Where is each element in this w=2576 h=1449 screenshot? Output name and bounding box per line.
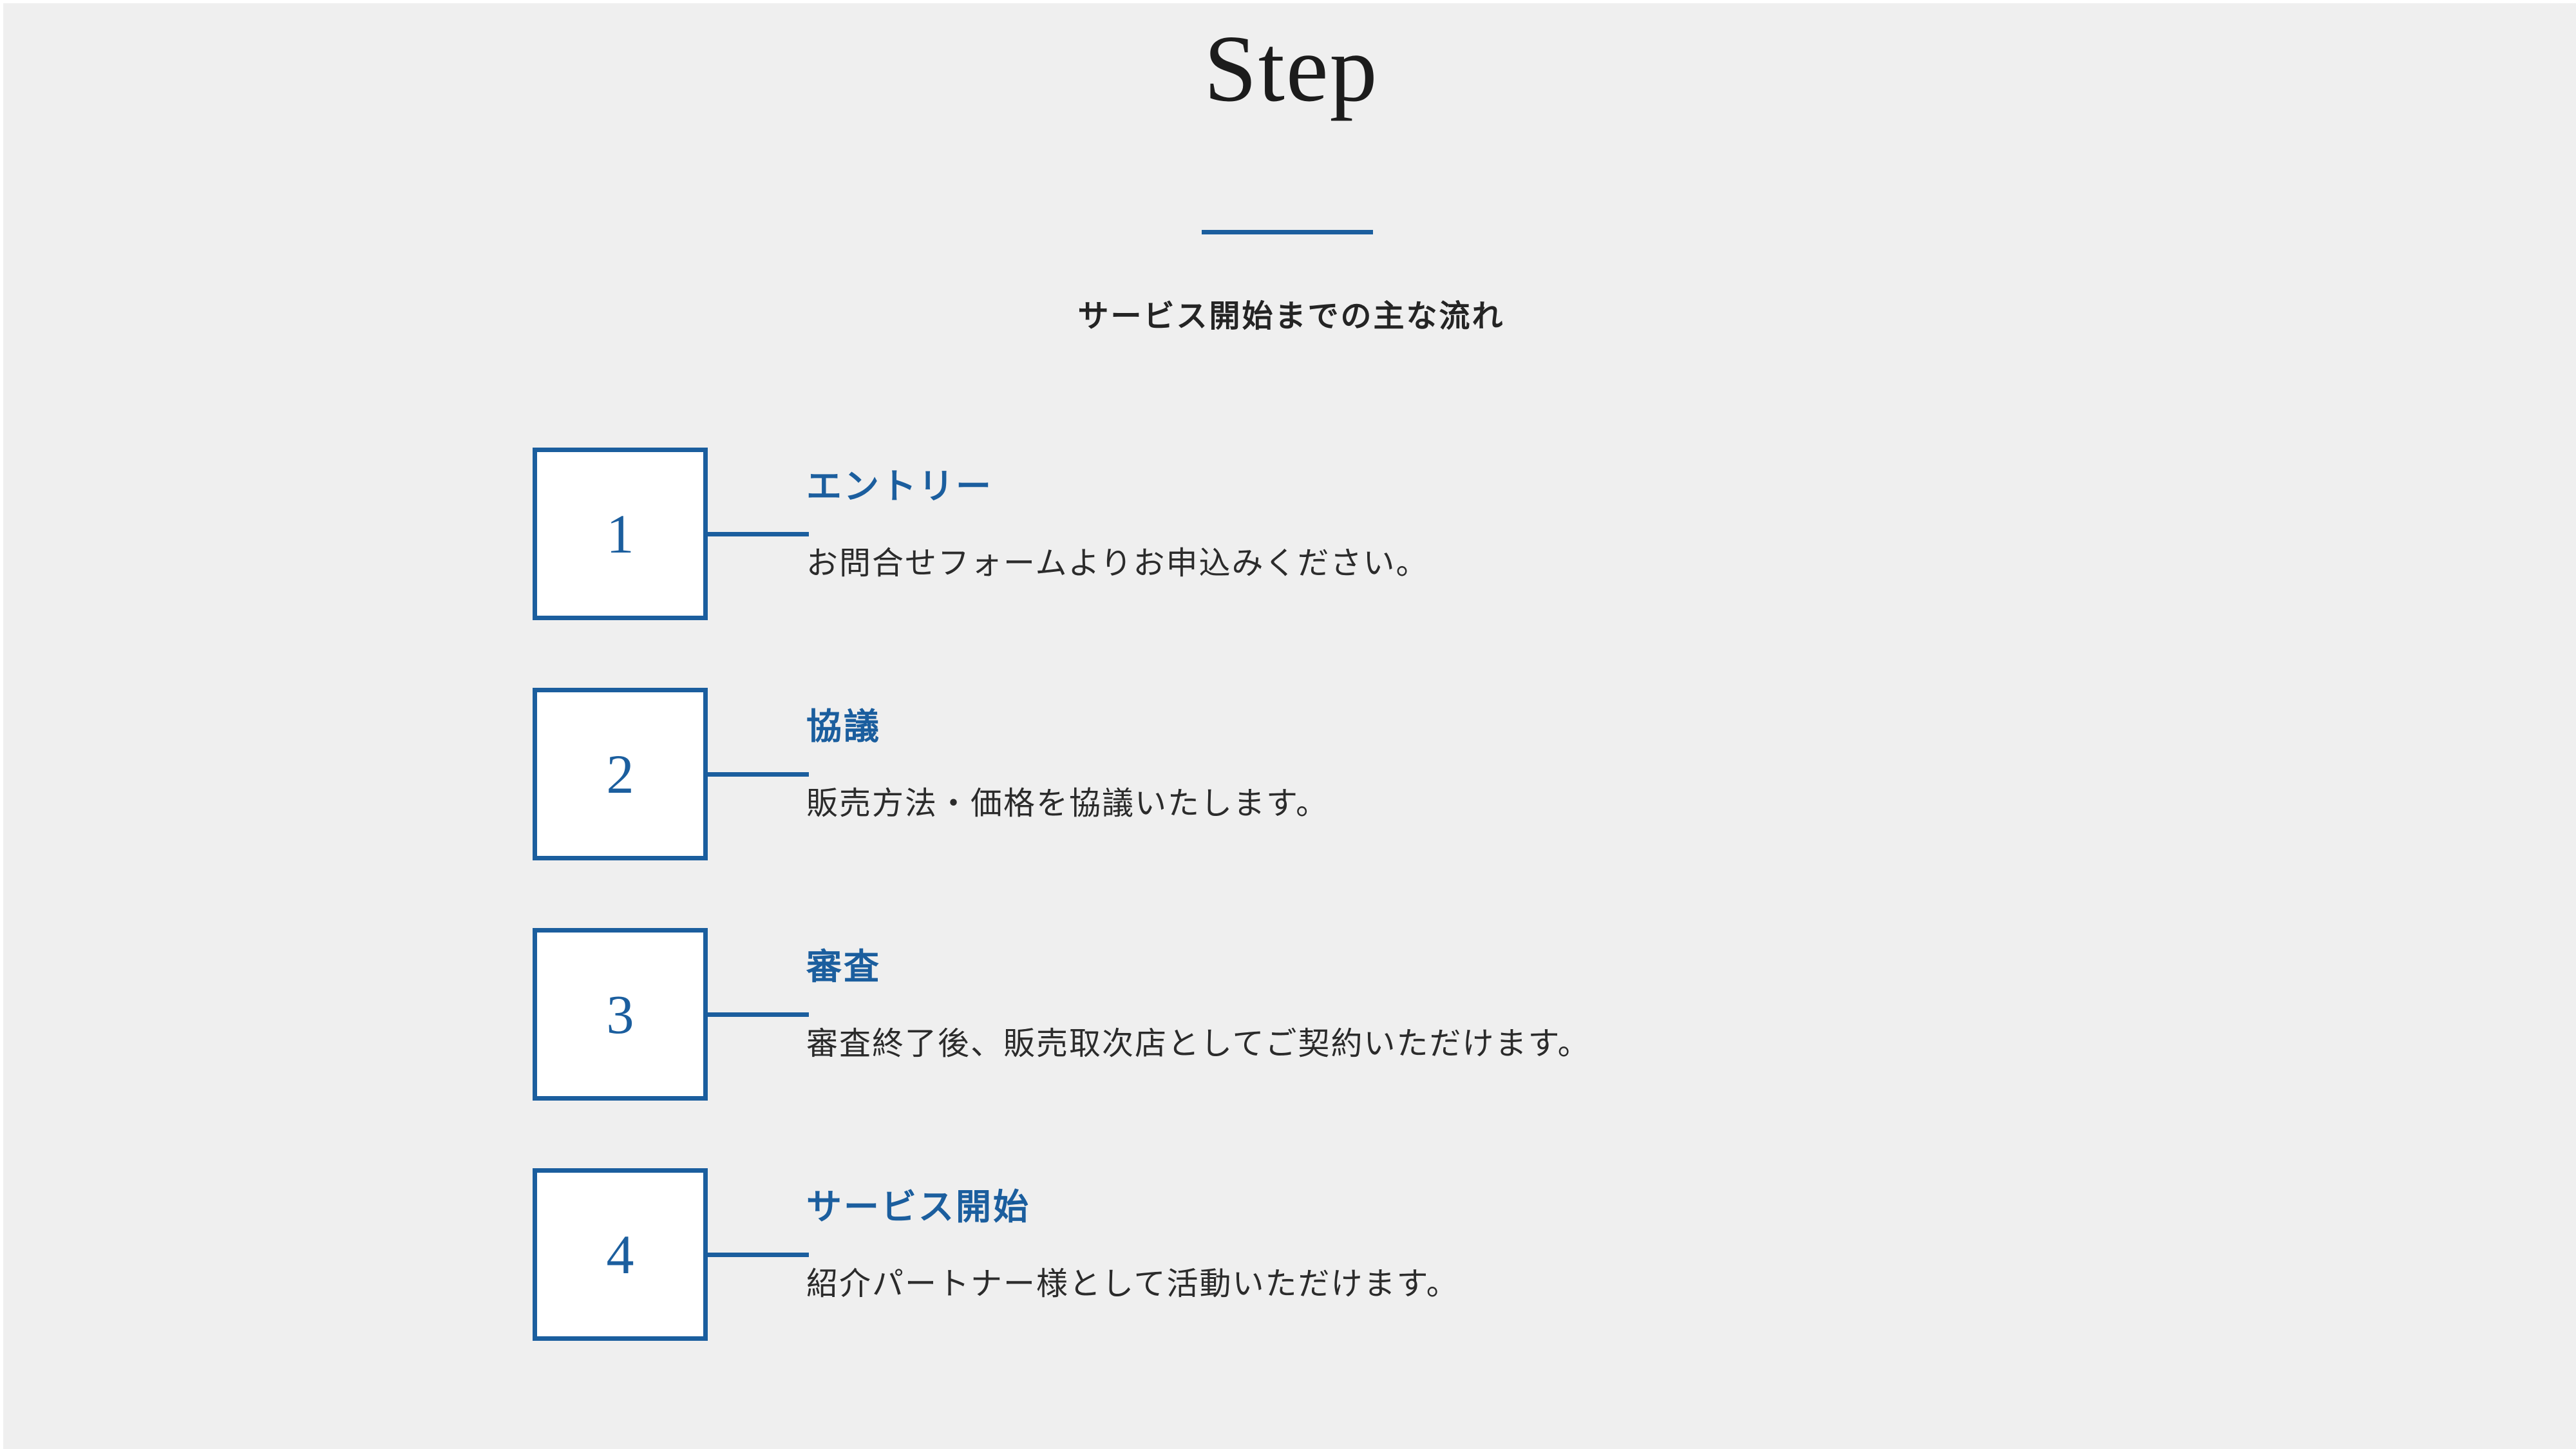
step-item-3: 3 審査 審査終了後、販売取次店としてご契約いただけます。 bbox=[533, 928, 2465, 1101]
step-description-2: 販売方法・価格を協議いたします。 bbox=[806, 786, 1329, 821]
step-heading-4: サービス開始 bbox=[806, 1188, 1031, 1227]
step-item-4: 4 サービス開始 紹介パートナー様として活動いただけます。 bbox=[533, 1168, 2465, 1341]
step-heading-1: エントリー bbox=[806, 467, 994, 506]
step-heading-2: 協議 bbox=[806, 707, 882, 746]
step-description-1: お問合せフォームよりお申込みください。 bbox=[806, 545, 1429, 581]
step-description-3: 審査終了後、販売取次店としてご契約いただけます。 bbox=[806, 1026, 1591, 1061]
step-number-label: 4 bbox=[606, 1224, 634, 1285]
step-content-1: エントリー お問合せフォームよりお申込みください。 bbox=[806, 448, 2352, 620]
step-content-3: 審査 審査終了後、販売取次店としてご契約いただけます。 bbox=[806, 928, 2352, 1101]
step-number-label: 3 bbox=[606, 983, 634, 1045]
steps-list: 1 エントリー お問合せフォームよりお申込みください。 2 協議 販売方法・価格… bbox=[533, 448, 2465, 1408]
step-description-4: 紹介パートナー様として活動いただけます。 bbox=[806, 1266, 1459, 1302]
section-subtitle: サービス開始までの主な流れ bbox=[1077, 299, 1505, 334]
step-item-2: 2 協議 販売方法・価格を協議いたします。 bbox=[533, 688, 2465, 860]
page-title: Step bbox=[1204, 16, 1379, 122]
step-connector-line-3 bbox=[708, 1012, 809, 1017]
step-connector-line-1 bbox=[708, 532, 809, 536]
step-content-4: サービス開始 紹介パートナー様として活動いただけます。 bbox=[806, 1168, 2352, 1341]
step-connector-line-2 bbox=[708, 772, 809, 777]
step-number-box-1: 1 bbox=[533, 448, 708, 620]
step-section: Step サービス開始までの主な流れ 1 エントリー お問合せフォームよりお申込… bbox=[3, 3, 2576, 1449]
title-divider bbox=[1202, 230, 1373, 234]
step-connector-line-4 bbox=[708, 1253, 809, 1257]
step-item-1: 1 エントリー お問合せフォームよりお申込みください。 bbox=[533, 448, 2465, 620]
step-number-label: 2 bbox=[606, 743, 634, 805]
step-number-box-4: 4 bbox=[533, 1168, 708, 1341]
step-content-2: 協議 販売方法・価格を協議いたします。 bbox=[806, 688, 2352, 860]
step-heading-3: 審査 bbox=[806, 947, 882, 987]
step-number-box-3: 3 bbox=[533, 928, 708, 1101]
step-number-label: 1 bbox=[606, 503, 634, 565]
step-number-box-2: 2 bbox=[533, 688, 708, 860]
